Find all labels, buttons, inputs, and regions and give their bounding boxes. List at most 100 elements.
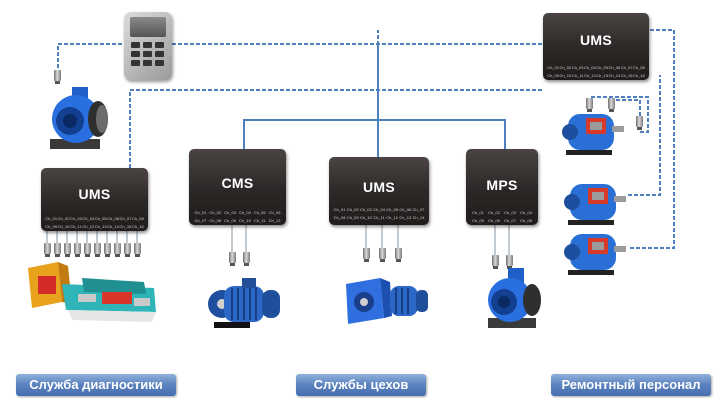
sensor-icon <box>395 248 402 262</box>
sensor-icon <box>379 248 386 262</box>
label-workshop-services[interactable]: Службы цехов <box>296 374 426 396</box>
unit-title: UMS <box>579 32 612 48</box>
channel-label: Ch_04 <box>583 65 596 70</box>
channel-label: Ch_07 <box>119 216 132 221</box>
channel-label: Ch_09 <box>224 218 236 223</box>
unit-title: UMS <box>362 179 395 195</box>
sensor-icon <box>104 243 111 257</box>
channel-label: Ch_06 <box>399 207 412 212</box>
channel-label: Ch_11 <box>70 224 82 229</box>
channel-label: Ch_02 <box>57 216 70 221</box>
channel-label: Ch_03 <box>224 210 236 215</box>
channel-label: Ch_10 <box>57 224 70 229</box>
label-diagnostics-service[interactable]: Служба диагностики <box>16 374 176 396</box>
handheld-terminal-icon <box>124 12 172 80</box>
sensor-icon <box>44 243 51 257</box>
channel-label: Ch_14 <box>107 224 119 229</box>
gear-motor-icon <box>346 278 428 324</box>
channel-label: Ch_01 <box>194 210 207 215</box>
sensor-icon <box>124 243 131 257</box>
sensor-icon <box>134 243 141 257</box>
channel-label: Ch_15 <box>620 73 633 78</box>
channel-label: Ch_04 <box>239 210 251 215</box>
channel-label: Ch_09 <box>346 215 359 220</box>
channel-label: Ch_01 <box>547 65 560 70</box>
channel-label: Ch_08 <box>520 218 532 223</box>
channel-label: Ch_14 <box>608 73 621 78</box>
channel-label: Ch_12 <box>82 224 95 229</box>
channel-label: Ch_11 <box>253 218 266 223</box>
channel-label: Ch_05 <box>386 207 399 212</box>
sensor-icon <box>74 243 81 257</box>
channel-label: Ch_01 <box>45 216 58 221</box>
electric-motor-icon <box>208 278 280 328</box>
channel-label: Ch_10 <box>239 218 251 223</box>
unit-title: UMS <box>78 186 111 202</box>
channel-label: Ch_15 <box>119 224 132 229</box>
channel-label: Ch_06 <box>488 218 500 223</box>
device-keypad <box>131 42 164 66</box>
channel-label: Ch_03 <box>70 216 82 221</box>
channel-label: Ch_05 <box>253 210 266 215</box>
channel-label: Ch_04 <box>520 210 532 215</box>
channel-label: Ch_12 <box>268 218 281 223</box>
centrifugal-fan-icon <box>50 87 108 149</box>
electric-motor-icon <box>562 114 624 155</box>
channel-label: Ch_07 <box>194 218 207 223</box>
sensor-icon <box>54 70 61 84</box>
sensor-icon <box>636 116 643 130</box>
channel-label: Ch_04 <box>373 207 385 212</box>
channel-label: Ch_03 <box>359 207 372 212</box>
channel-label: Ch_02 <box>488 210 500 215</box>
channel-label: Ch_03 <box>504 210 516 215</box>
sensor-icon <box>243 252 250 266</box>
device-screen <box>130 17 166 37</box>
label-repair-staff[interactable]: Ремонтный персонал <box>551 374 711 396</box>
channel-label: Ch_13 <box>399 215 412 220</box>
channel-label: Ch_03 <box>571 65 584 70</box>
sensor-icon <box>363 248 370 262</box>
channel-label: Ch_05 <box>472 218 484 223</box>
sensor-icon <box>84 243 91 257</box>
channel-label: Ch_02 <box>346 207 359 212</box>
unit-title: MPS <box>486 177 518 193</box>
channel-label: Ch_13 <box>94 224 107 229</box>
channel-label: Ch_05 <box>596 65 609 70</box>
sensor-icon <box>114 243 121 257</box>
unit-title: CMS <box>221 175 254 191</box>
channel-label: Ch_16 <box>632 73 645 78</box>
channel-label: Ch_08 <box>632 65 645 70</box>
sensor-icon <box>64 243 71 257</box>
channel-label: Ch_08 <box>333 215 346 220</box>
channel-label: Ch_12 <box>583 73 596 78</box>
channel-label: Ch_06 <box>608 65 621 70</box>
channel-label: Ch_10 <box>559 73 572 78</box>
channel-label: Ch_10 <box>359 215 372 220</box>
electric-motor-icon <box>564 234 626 275</box>
sensor-icon <box>608 98 615 112</box>
channel-label: Ch_09 <box>45 224 58 229</box>
channel-label: Ch_16 <box>131 224 144 229</box>
machine-cutaway-icon <box>28 262 156 322</box>
electric-motor-icon <box>564 184 626 225</box>
channel-label: Ch_06 <box>107 216 119 221</box>
channel-label: Ch_07 <box>620 65 633 70</box>
channel-label: Ch_01 <box>472 210 484 215</box>
channel-label: Ch_13 <box>596 73 609 78</box>
channel-label: Ch_07 <box>504 218 516 223</box>
centrifugal-fan-icon <box>488 268 541 328</box>
sensor-icon <box>229 252 236 266</box>
channel-label: Ch_11 <box>571 73 584 78</box>
channel-label: Ch_06 <box>268 210 281 215</box>
